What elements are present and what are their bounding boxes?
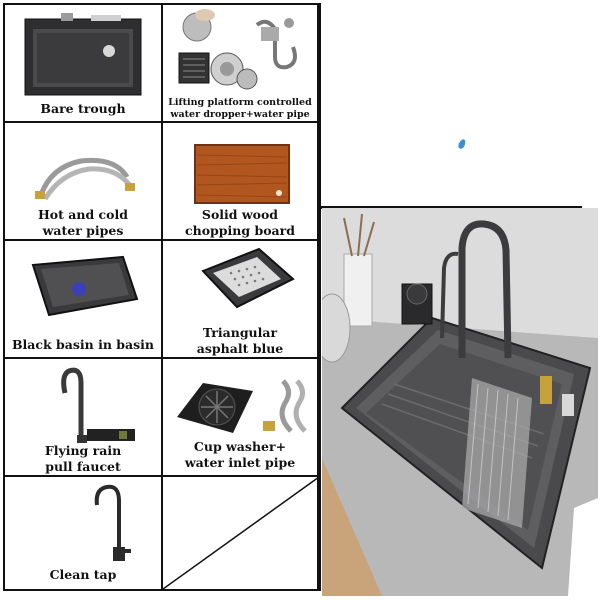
label-clean-tap: Clean tap bbox=[49, 567, 117, 582]
label-lifting-platform: Lifting platform controlled water droppe… bbox=[168, 97, 312, 120]
blue-mark bbox=[457, 138, 467, 150]
cell-chopping-board: Solid wood chopping board bbox=[163, 123, 319, 241]
cell-black-basin: Black basin in basin bbox=[5, 241, 163, 359]
label-chopping-board: Solid wood chopping board bbox=[185, 207, 295, 238]
lifting-platform-parts-image bbox=[178, 9, 297, 90]
photo-top-line bbox=[320, 206, 582, 209]
black-basin-image bbox=[31, 255, 139, 317]
cell-clean-tap: Clean tap bbox=[5, 477, 163, 589]
cell-pull-faucet: Flying rain pull faucet bbox=[5, 359, 163, 477]
cell-triangular-basket: Triangular asphalt blue bbox=[163, 241, 319, 359]
installed-sink-photo bbox=[322, 208, 598, 596]
cell-cup-washer: Cup washer+ water inlet pipe bbox=[163, 359, 319, 477]
bare-trough-image bbox=[24, 13, 142, 96]
label-water-pipes: Hot and cold water pipes bbox=[38, 207, 128, 238]
pull-faucet-image bbox=[61, 367, 135, 443]
cell-lifting-platform: Lifting platform controlled water droppe… bbox=[163, 5, 319, 123]
label-bare-trough: Bare trough bbox=[40, 101, 126, 116]
clean-tap-image bbox=[94, 484, 131, 561]
cell-water-pipes: Hot and cold water pipes bbox=[5, 123, 163, 241]
empty-cell-diagonal bbox=[163, 477, 317, 589]
chopping-board-image bbox=[194, 144, 290, 204]
label-cup-washer: Cup washer+ water inlet pipe bbox=[184, 439, 296, 470]
water-pipes-image bbox=[35, 157, 135, 201]
label-pull-faucet: Flying rain pull faucet bbox=[44, 443, 122, 474]
triangular-basket-image bbox=[201, 247, 295, 309]
cell-empty bbox=[163, 477, 319, 589]
cup-washer-image bbox=[177, 379, 307, 433]
cell-bare-trough: Bare trough bbox=[5, 5, 163, 123]
label-black-basin: Black basin in basin bbox=[11, 337, 154, 352]
label-triangular-basket: Triangular asphalt blue bbox=[196, 325, 284, 356]
accessories-grid: Bare trough Lifting platform controlled … bbox=[3, 3, 321, 591]
